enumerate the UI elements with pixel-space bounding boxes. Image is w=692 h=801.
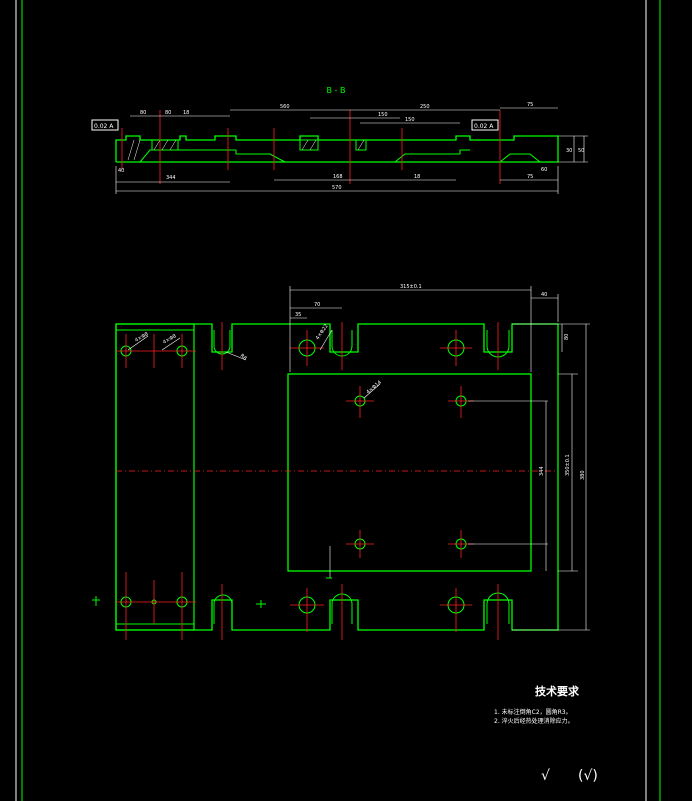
hole-label-2: 4×Φ8 xyxy=(162,333,178,345)
dim-bottom-5: 75 xyxy=(527,174,533,180)
hole-label-3: R8 xyxy=(239,353,248,362)
plan-top-dim: 315±0.1 xyxy=(400,284,422,290)
tolerance-box-right xyxy=(471,119,499,131)
roughness-paren-icon: (√) xyxy=(578,768,598,784)
dim-bottom-4: 18 xyxy=(414,174,420,180)
inner-insert xyxy=(287,373,532,572)
notes-title: 技术要求 xyxy=(535,684,580,698)
dim-height-2: 50 xyxy=(578,148,584,154)
note-item-1: 1. 未标注倒角C2，圆角R3。 xyxy=(494,708,572,716)
dim-bottom-1: 40 xyxy=(118,168,124,174)
plan-sub-dim-2: 35 xyxy=(295,312,301,318)
dim-top-1: 80 xyxy=(140,110,146,116)
dim-top-6: 150 xyxy=(378,112,388,118)
roughness-symbol: √ (√) xyxy=(541,768,598,784)
section-label: B - B xyxy=(327,86,346,95)
tolerance-box-left xyxy=(91,119,119,131)
dim-top-3: 18 xyxy=(183,110,189,116)
dim-bottom-2: 344 xyxy=(166,175,176,181)
dim-top-2: 80 xyxy=(165,110,171,116)
dim-top-5: 250 xyxy=(420,104,430,110)
dim-total: 570 xyxy=(332,185,342,191)
hole-label-1: 4×Φ8 xyxy=(134,331,150,343)
section-view: 0.02 A 0.02 A 80 80 18 560 250 150 150 7… xyxy=(91,102,588,194)
note-item-2: 2. 淬火后经热处理消除应力。 xyxy=(494,717,574,725)
left-bar xyxy=(115,323,195,631)
dim-height-1: 30 xyxy=(566,148,572,154)
tolerance-box-right-text: 0.02 A xyxy=(474,123,494,130)
plan-view: 315±0.1 70 35 40 80 350±0.1 380 344 4×Φ8… xyxy=(92,284,590,640)
plan-right-dim-2: 350±0.1 xyxy=(565,454,571,476)
hole-label-4: 4×Φ22 xyxy=(315,323,330,341)
tolerance-box-left-text: 0.02 A xyxy=(94,123,114,130)
plan-right-dim-1: 80 xyxy=(564,334,570,340)
dim-top-4: 560 xyxy=(280,104,290,110)
roughness-check-icon: √ xyxy=(541,768,550,784)
holes xyxy=(120,339,467,614)
technical-notes: 技术要求 1. 未标注倒角C2，圆角R3。 2. 淬火后经热处理消除应力。 xyxy=(494,684,580,725)
dim-bottom-6: 60 xyxy=(541,167,547,173)
plan-right-dim-3: 380 xyxy=(580,470,586,480)
dim-bottom-3: 168 xyxy=(333,174,343,180)
plan-right-dim-4: 344 xyxy=(539,466,545,476)
plan-sub-dim-1: 70 xyxy=(314,302,320,308)
hole-label-5: 4×Φ14 xyxy=(365,380,382,396)
plan-right-small-dim: 40 xyxy=(541,292,547,298)
dim-top-7: 150 xyxy=(405,117,415,123)
dim-top-8: 75 xyxy=(527,102,533,108)
drawing-frame xyxy=(15,0,661,801)
